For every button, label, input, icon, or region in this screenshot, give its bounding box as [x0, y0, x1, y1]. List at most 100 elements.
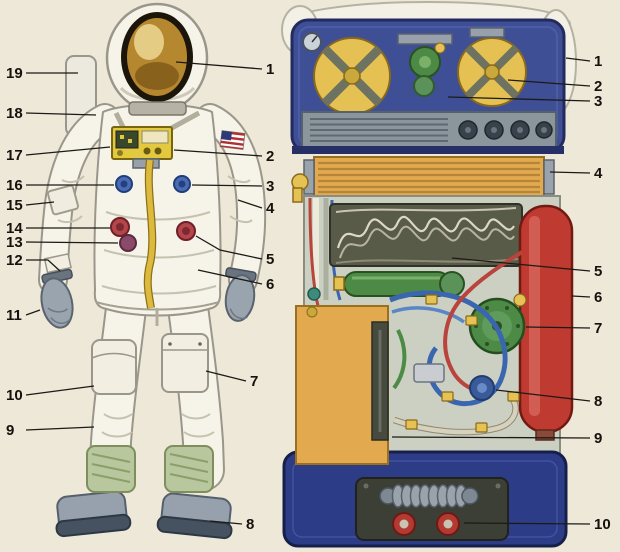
suit-callout-8: 8 [246, 516, 254, 533]
tube-fitting [465, 315, 478, 326]
water-tank-cylinder [333, 271, 465, 297]
suit-callout-16: 16 [6, 177, 23, 194]
battery-box [295, 305, 389, 465]
leader-suit-7 [205, 370, 247, 382]
helmet [105, 2, 209, 116]
right-glove [224, 274, 256, 322]
callout-numbers: 19 18 17 16 15 14 13 12 11 10 9 1 2 3 4 … [6, 53, 611, 533]
leader-suit-15 [25, 201, 55, 206]
leader-suit-9 [25, 426, 95, 431]
housing-lower-edge [292, 146, 564, 154]
gas-connector-red-right-core [182, 227, 190, 235]
plumbing-tubes [389, 250, 527, 436]
plss-callout-5: 5 [594, 263, 602, 280]
plss-callout-3: 3 [594, 93, 602, 110]
umbilical-panel [355, 477, 509, 541]
left-boot [55, 490, 132, 538]
leader-suit-1 [175, 61, 263, 70]
pressure-gauge [302, 32, 322, 52]
corrugated-hose [379, 484, 479, 508]
suit-callout-14: 14 [6, 220, 23, 237]
right-boot [156, 492, 233, 540]
suit-callout-2: 2 [266, 148, 274, 165]
oxygen-bottle-left [313, 37, 391, 115]
hose-connector-left-core [399, 519, 409, 529]
tube-fitting [425, 294, 438, 305]
plss-callout-2: 2 [594, 78, 602, 95]
leader-suit-4 [237, 199, 263, 209]
control-panel [301, 111, 557, 149]
gas-connector-blue-left-core [120, 180, 128, 188]
leader-suit-11 [25, 309, 41, 316]
suit-callout-5: 5 [266, 251, 274, 268]
leader-lines [25, 57, 591, 525]
oxygen-hose [145, 159, 156, 309]
pump-unit-core [477, 383, 487, 393]
gas-connector-red-left-core [116, 223, 124, 231]
suit-callout-10: 10 [6, 387, 23, 404]
plss-callout-1: 1 [594, 53, 602, 70]
gas-connector-blue-right-core [178, 180, 186, 188]
leader-suit-18 [25, 112, 97, 116]
tube-fitting [405, 419, 418, 430]
leader-plss-10 [463, 522, 591, 525]
tube-fitting [475, 422, 488, 433]
wire-bundles [335, 207, 519, 264]
suit-callout-19: 19 [6, 65, 23, 82]
chest-control-unit [111, 126, 173, 169]
leader-plss-6 [571, 295, 591, 298]
plss-callout-7: 7 [594, 320, 602, 337]
leader-plss-9 [391, 436, 591, 439]
plss-callout-9: 9 [594, 430, 602, 447]
left-thigh-pouch [91, 339, 137, 395]
leader-suit-2 [173, 149, 263, 157]
suit-callout-13: 13 [6, 234, 23, 251]
oxygen-bottle-right [457, 37, 527, 107]
leader-suit-5 [195, 235, 263, 260]
oxygen-tank-red [518, 204, 574, 441]
spacesuit-figure [38, 2, 267, 540]
tube-fitting [507, 391, 520, 402]
leader-suit-17 [25, 146, 111, 156]
leader-plss-1 [565, 57, 591, 62]
suit-callout-6: 6 [266, 276, 274, 293]
suit-callout-4: 4 [266, 200, 275, 217]
suit-callout-3: 3 [266, 178, 274, 195]
suit-callout-17: 17 [6, 147, 23, 164]
leader-plss-7 [525, 326, 591, 329]
visor-highlight [134, 24, 164, 60]
plss-callout-4: 4 [594, 165, 603, 182]
water-connector [119, 234, 137, 252]
right-boot-sole [156, 515, 233, 540]
leader-suit-10 [25, 385, 95, 396]
tank-fitting [513, 293, 527, 307]
right-boot-gaiter [164, 445, 214, 493]
suit-callout-15: 15 [6, 197, 23, 214]
suit-callout-12: 12 [6, 252, 23, 269]
leader-suit-3 [191, 184, 263, 187]
arm-pocket [47, 184, 79, 216]
leader-plss-2 [507, 79, 591, 87]
left-boot-gaiter [86, 445, 136, 493]
manifold-block [413, 363, 445, 383]
left-boot-sole [55, 513, 132, 538]
wiring-harness-box [329, 203, 523, 267]
heat-exchanger [291, 156, 555, 203]
hose-connector-right-core [443, 519, 453, 529]
fan-motor-assembly [397, 27, 505, 97]
leader-suit-13 [25, 241, 119, 244]
suit-callout-11: 11 [6, 307, 22, 324]
tube-fitting [441, 391, 454, 402]
plss-figure [281, 1, 577, 548]
leader-plss-4 [549, 171, 591, 174]
suit-callout-1: 1 [266, 61, 274, 78]
right-thigh-pocket [161, 333, 209, 393]
leader-plss-8 [495, 389, 591, 402]
leader-plss-3 [447, 96, 591, 102]
suit-callout-18: 18 [6, 105, 23, 122]
plss-callout-8: 8 [594, 393, 602, 410]
chest-details [110, 110, 246, 309]
suit-callout-9: 9 [6, 422, 14, 439]
